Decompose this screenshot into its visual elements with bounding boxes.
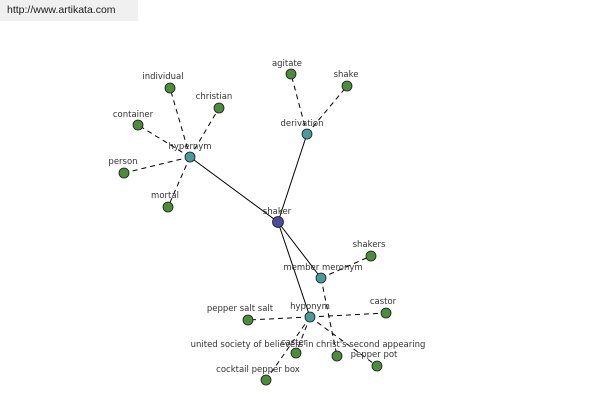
nodes-layer: shaker hypernym derivation member meronym hy…: [108, 59, 426, 386]
edge-hypernym-mortal: [167, 156, 191, 208]
node-pepper-salt-salt[interactable]: pepper salt salt: [207, 304, 274, 326]
node-mortal[interactable]: mortal: [151, 191, 179, 213]
node-united-society[interactable]: united society of believers in christ's …: [191, 340, 426, 362]
edge-hypernym-christian: [189, 107, 220, 158]
node-shakers-dot[interactable]: [365, 250, 377, 262]
node-pepper-salt-salt-label[interactable]: pepper salt salt: [207, 304, 274, 314]
node-container-dot[interactable]: [132, 119, 144, 131]
node-christian[interactable]: christian: [196, 92, 233, 114]
node-derivation[interactable]: derivation: [280, 119, 324, 140]
node-pepper-pot-label[interactable]: pepper pot: [351, 350, 398, 360]
node-hypernym[interactable]: hypernym: [168, 142, 212, 163]
node-united-society-label[interactable]: united society of believers in christ's …: [191, 340, 426, 350]
node-hyponym[interactable]: hyponym: [290, 302, 330, 323]
edge-member-meronym-united-society: [320, 277, 338, 357]
node-shake[interactable]: shake: [334, 70, 359, 92]
edge-hyponym-pepper-pot: [309, 316, 378, 367]
edge-hypernym-individual: [169, 87, 191, 158]
node-castor-dot[interactable]: [380, 307, 392, 319]
node-hypernym-dot[interactable]: [184, 151, 196, 163]
node-hyponym-label[interactable]: hyponym: [290, 302, 330, 312]
node-hypernym-label[interactable]: hypernym: [168, 142, 211, 152]
node-agitate-dot[interactable]: [285, 68, 297, 80]
edges-layer: [123, 73, 387, 381]
node-individual[interactable]: individual: [142, 72, 184, 94]
node-person[interactable]: person: [108, 157, 138, 179]
edge-hyponym-cocktail-pepper-box: [265, 316, 311, 381]
node-hyponym-dot[interactable]: [304, 311, 316, 323]
node-person-label[interactable]: person: [108, 157, 137, 167]
edge-shaker-hypernym: [189, 156, 279, 223]
node-pepper-salt-salt-dot[interactable]: [242, 314, 254, 326]
node-caster-dot[interactable]: [290, 347, 302, 359]
node-shakers[interactable]: shakers: [353, 240, 386, 262]
node-castor[interactable]: castor: [370, 297, 397, 319]
edge-hypernym-container: [137, 124, 191, 158]
node-individual-label[interactable]: individual: [142, 72, 183, 82]
node-member-meronym-label[interactable]: member meronym: [283, 263, 362, 273]
node-caster[interactable]: caster: [281, 338, 308, 359]
node-member-meronym[interactable]: member meronym: [283, 263, 363, 284]
node-mortal-dot[interactable]: [162, 201, 174, 213]
node-christian-dot[interactable]: [213, 102, 225, 114]
node-agitate[interactable]: agitate: [272, 59, 302, 80]
node-pepper-pot[interactable]: pepper pot: [351, 350, 398, 372]
node-shake-dot[interactable]: [341, 80, 353, 92]
edge-derivation-shake: [306, 85, 348, 135]
node-mortal-label[interactable]: mortal: [151, 191, 179, 201]
edge-shaker-derivation: [277, 133, 308, 223]
node-derivation-label[interactable]: derivation: [280, 119, 323, 129]
node-individual-dot[interactable]: [164, 82, 176, 94]
edge-derivation-agitate: [290, 73, 308, 135]
edge-shaker-hyponym: [277, 221, 311, 318]
node-shakers-label[interactable]: shakers: [353, 240, 386, 250]
source-banner: http://www.artikata.com: [0, 0, 138, 21]
node-christian-label[interactable]: christian: [196, 92, 233, 102]
node-pepper-pot-dot[interactable]: [371, 360, 383, 372]
node-member-meronym-dot[interactable]: [315, 272, 327, 284]
edge-hyponym-caster: [295, 316, 311, 354]
edge-hypernym-person: [123, 156, 191, 174]
node-shaker-dot[interactable]: [272, 216, 284, 228]
node-shaker[interactable]: shaker: [263, 207, 292, 228]
node-derivation-dot[interactable]: [301, 128, 313, 140]
node-container[interactable]: container: [113, 110, 154, 131]
node-united-society-dot[interactable]: [331, 350, 343, 362]
node-cocktail-pepper-box-label[interactable]: cocktail pepper box: [216, 365, 300, 375]
source-url[interactable]: http://www.artikata.com: [7, 4, 116, 16]
node-agitate-label[interactable]: agitate: [272, 59, 302, 69]
edge-hyponym-castor: [309, 312, 387, 318]
edge-hyponym-pepper-salt-salt: [247, 316, 311, 321]
edge-member-meronym-shakers: [320, 255, 372, 279]
node-castor-label[interactable]: castor: [370, 297, 397, 307]
edge-shaker-member-meronym: [277, 221, 322, 279]
node-shake-label[interactable]: shake: [334, 70, 359, 80]
node-person-dot[interactable]: [118, 167, 130, 179]
node-caster-label[interactable]: caster: [281, 338, 308, 348]
node-container-label[interactable]: container: [113, 110, 154, 120]
node-cocktail-pepper-box[interactable]: cocktail pepper box: [216, 365, 300, 386]
node-cocktail-pepper-box-dot[interactable]: [260, 374, 272, 386]
node-shaker-label[interactable]: shaker: [263, 207, 292, 217]
